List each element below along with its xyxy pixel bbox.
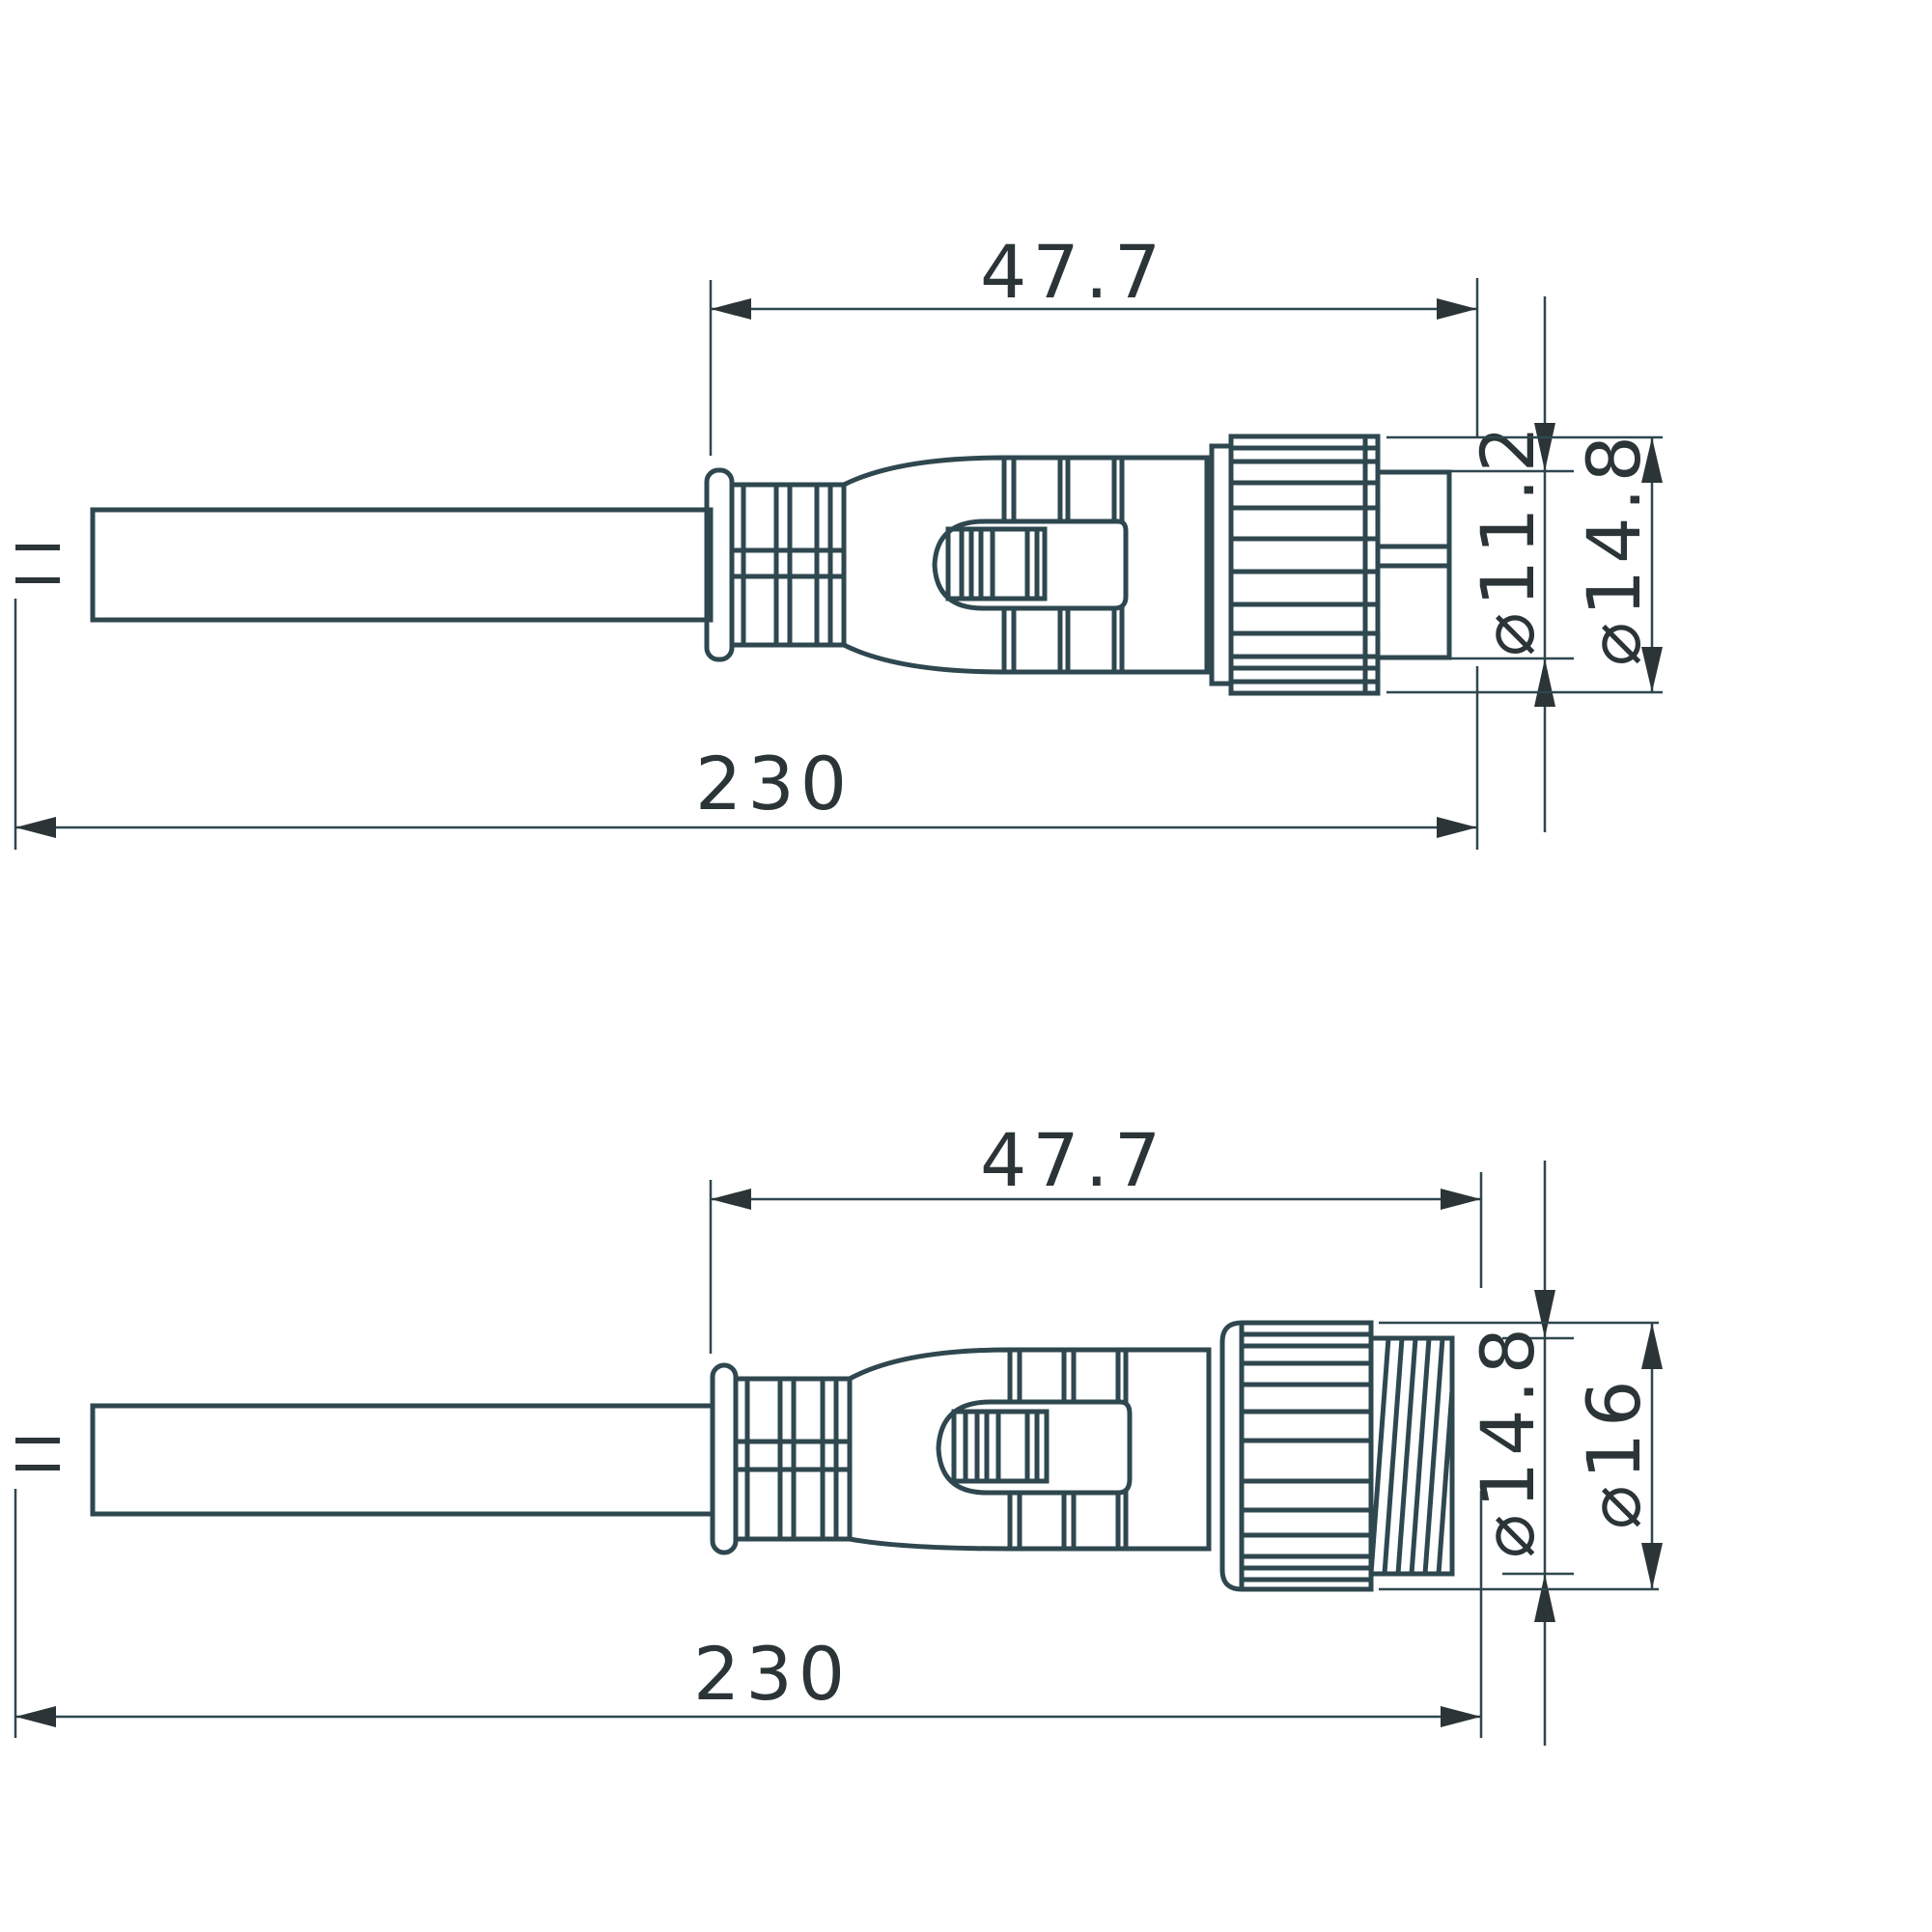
drawing-1: 47.7 230 ⌀11.2 ⌀14.8 — [14, 229, 1663, 850]
label-total-length: 230 — [693, 1631, 851, 1717]
nut-collar — [1209, 443, 1234, 686]
cable — [90, 1403, 715, 1517]
dimension-outer-diameter-1: ⌀14.8 — [1386, 430, 1663, 694]
label-outer-diameter: ⌀16 — [1571, 1375, 1657, 1529]
strain-relief-ribs — [733, 1376, 853, 1542]
dimension-inner-diameter-2: ⌀14.8 — [1465, 1161, 1574, 1746]
cable-collar — [710, 1362, 739, 1555]
socket-tip — [1375, 469, 1452, 660]
label-inner-diameter: ⌀11.2 — [1465, 420, 1551, 657]
drawing-2: 47.7 230 ⌀14.8 ⌀16 — [14, 1117, 1663, 1746]
dimension-total-length-1: 230 — [14, 599, 1479, 850]
knurled-nut — [1219, 1320, 1374, 1592]
dimension-connector-length-2: 47.7 — [709, 1117, 1483, 1354]
label-inner-diameter: ⌀14.8 — [1465, 1322, 1551, 1558]
threaded-tip — [1368, 1335, 1455, 1577]
dimension-connector-length-1: 47.7 — [709, 229, 1479, 456]
knurled-nut — [1228, 434, 1381, 696]
latch-grip — [951, 1409, 1050, 1484]
label-total-length: 230 — [695, 741, 853, 826]
latch-grip — [945, 526, 1048, 602]
dimension-outer-diameter-2: ⌀16 — [1379, 1321, 1663, 1591]
label-outer-diameter: ⌀14.8 — [1571, 430, 1657, 666]
label-connector-length: 47.7 — [980, 229, 1166, 315]
strain-relief-ribs — [729, 482, 847, 648]
dimension-inner-diameter-1: ⌀11.2 — [1397, 296, 1574, 832]
cable — [90, 507, 714, 623]
label-connector-length: 47.7 — [980, 1117, 1166, 1203]
dimension-total-length-2: 230 — [14, 1489, 1483, 1738]
